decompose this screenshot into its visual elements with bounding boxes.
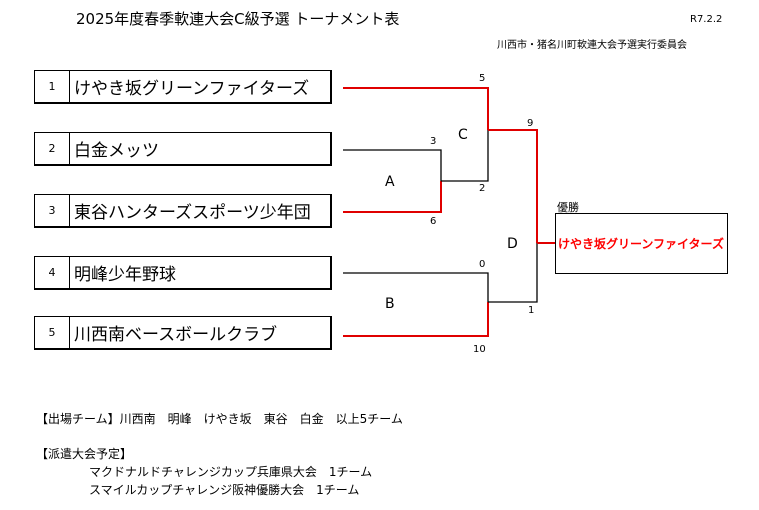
bracket-line-b-winner [488,243,538,303]
score-b-bottom: 10 [473,344,486,355]
bracket-line-team2 [343,149,442,181]
score-b-top: 0 [479,259,486,270]
organizer-label: 川西市・猪名川町軟連大会予選実行委員会 [497,40,687,51]
winner-name: けやき坂グリーンファイターズ [558,237,724,251]
winner-box: けやき坂グリーンファイターズ [555,213,728,274]
score-d-bottom: 1 [528,305,535,316]
team-box-4: 4 明峰少年野球 [34,256,332,290]
team-box-1: 1 けやき坂グリーンファイターズ [34,70,332,104]
bracket-line-team3-win [343,181,442,213]
page-title: 2025年度春季軟連大会C級予選 トーナメント表 [76,10,400,28]
score-c-bottom: 2 [479,183,486,194]
round-label-b: B [385,296,395,312]
bracket-line-c-winner-win [488,129,538,243]
bracket-line-team1-win [343,87,489,130]
dispatch-item-1: マクドナルドチャレンジカップ兵庫県大会 1チーム [89,465,373,479]
round-label-a: A [385,174,395,190]
score-d-top: 9 [527,118,534,129]
score-c-top: 5 [479,73,486,84]
team-name: 川西南ベースボールクラブ [74,325,278,345]
team-number: 1 [35,71,70,102]
bracket-line-a-winner [441,130,489,182]
round-label-d: D [507,236,518,252]
team-name: 白金メッツ [74,141,159,161]
team-number: 4 [35,257,70,288]
dispatch-item-2: スマイルカップチャレンジ阪神優勝大会 1チーム [89,483,360,497]
team-number: 3 [35,195,70,226]
participants-line: 【出場チーム】川西南 明峰 けやき坂 東谷 白金 以上5チーム [36,410,403,427]
participants-list: 川西南 明峰 けやき坂 東谷 白金 以上5チーム [119,412,403,426]
team-box-3: 3 東谷ハンターズスポーツ少年団 [34,194,332,228]
score-a-bottom: 6 [430,216,437,227]
team-name: 東谷ハンターズスポーツ少年団 [74,203,311,223]
bracket-line-team5-win [343,302,489,337]
participants-label: 【出場チーム】 [36,412,120,426]
team-box-5: 5 川西南ベースボールクラブ [34,316,332,350]
date-label: R7.2.2 [690,14,723,25]
score-a-top: 3 [430,136,437,147]
winner-label: 優勝 [557,201,579,214]
team-name: けやき坂グリーンファイターズ [74,79,310,99]
team-box-2: 2 白金メッツ [34,132,332,166]
round-label-c: C [458,127,468,143]
team-number: 5 [35,317,70,348]
team-number: 2 [35,133,70,164]
bracket-line-team4 [343,272,489,302]
dispatch-label: 【派遣大会予定】 [36,447,133,461]
team-name: 明峰少年野球 [74,265,176,285]
